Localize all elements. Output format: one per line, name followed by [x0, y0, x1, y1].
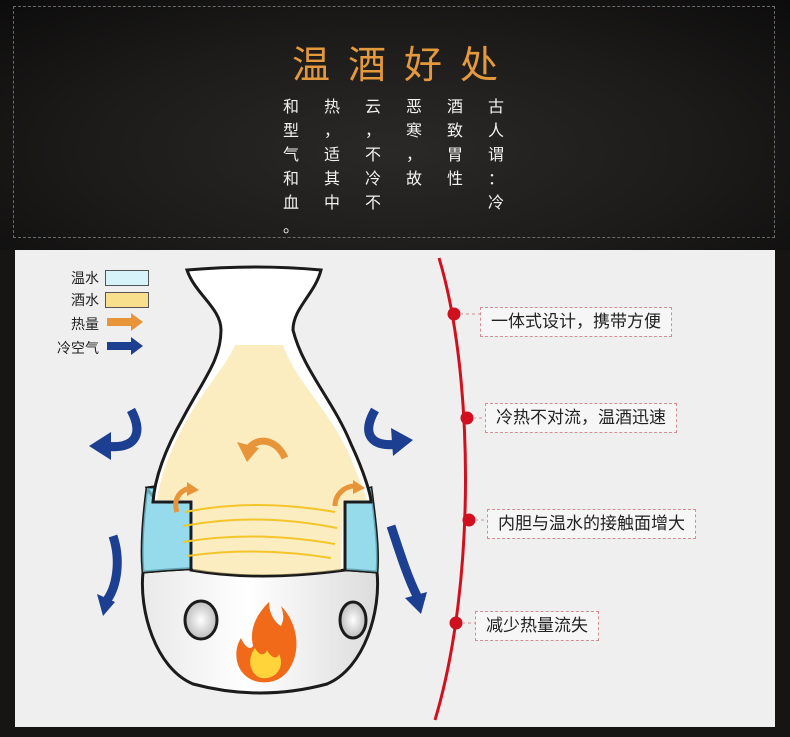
poem-column: 古人谓 ： 冷 — [483, 95, 509, 239]
poem-char: 血 — [282, 193, 299, 212]
poem-column: 恶寒 ， 故 — [401, 95, 427, 239]
wine-fill — [157, 345, 367, 575]
callout-3: 内胆与温水的接触面增大 — [487, 509, 696, 539]
heater-hole-right — [338, 600, 368, 640]
poem-char: 中 — [323, 193, 340, 212]
diagram-graphic — [89, 257, 487, 721]
cold-arrow-top-right — [364, 407, 400, 450]
timeline-dot-3 — [462, 513, 476, 527]
callout-4: 减少热量流失 — [475, 611, 599, 641]
poem-char: 故 — [405, 169, 422, 188]
poem-char: ， — [323, 121, 340, 140]
poem-column: 热 ， 适其中 — [319, 95, 345, 239]
heater-hole-left — [183, 599, 219, 641]
poem-char: 古 — [487, 97, 504, 116]
poem-char: 性 — [446, 169, 463, 188]
legend-heat-arrow-icon — [107, 313, 143, 331]
poem-char: 型 — [282, 121, 299, 140]
poem-char: ， — [364, 121, 381, 140]
poem-column: 和型气和血。 — [278, 95, 304, 239]
cold-arrow-bottom-left — [103, 534, 122, 603]
poem-char: ， — [405, 145, 422, 164]
poem-char: 谓 — [487, 145, 504, 164]
poem-char — [442, 191, 468, 215]
poem-char: 云 — [364, 97, 381, 116]
cold-arrow-top-left — [104, 407, 142, 452]
legend-wine: 酒水 — [41, 290, 149, 310]
timeline-dot-2 — [460, 411, 474, 425]
heat-arrow-inner — [246, 437, 289, 460]
poem-char: 不 — [364, 193, 381, 212]
timeline-dot-4 — [449, 616, 463, 630]
poem-char: 和 — [282, 169, 299, 188]
poem-char: 适 — [323, 145, 340, 164]
poem-char: ： — [487, 169, 504, 188]
legend-heat-label: 热量 — [71, 317, 99, 333]
poem-char: 酒 — [446, 97, 463, 116]
poem-char: 恶 — [405, 97, 422, 116]
poem-char: 寒 — [405, 121, 422, 140]
poem-char: 和 — [282, 97, 299, 116]
callout-1: 一体式设计，携带方便 — [480, 307, 672, 337]
header-section: 温酒好处 古人谓：冷酒致胃性恶寒，故云，不冷不热，适其中和型气和血。 — [0, 0, 790, 250]
legend-wine-swatch — [105, 292, 149, 308]
poem-char: 其 — [323, 169, 340, 188]
cold-arrow-bottom-right — [386, 524, 422, 599]
legend-heat: 热量 — [41, 314, 105, 334]
poem-column: 酒致胃性 — [442, 95, 468, 239]
callout-2: 冷热不对流，温酒迅速 — [485, 403, 677, 433]
poem-char: 冷 — [364, 169, 381, 188]
poem-char — [401, 191, 427, 215]
heat-arrow-right — [332, 483, 356, 507]
legend-cold-arrow-icon — [107, 337, 143, 355]
legend-cold-air: 冷空气 — [41, 338, 105, 358]
legend-cold-air-label: 冷空气 — [57, 341, 99, 357]
poem-char: 热 — [323, 97, 340, 116]
legend-warm-water: 温水 — [41, 268, 149, 288]
poem-char: 人 — [487, 121, 504, 140]
header-frame — [13, 6, 775, 238]
poem-char: 致 — [446, 121, 463, 140]
page-title: 温酒好处 — [291, 43, 516, 87]
poem-char: 。 — [282, 217, 299, 236]
poem-char: 胃 — [446, 145, 463, 164]
poem-char: 不 — [364, 145, 381, 164]
diagram-section: 温水 酒水 热量 冷空气 一体式设计，携带方便 冷热不对流，温酒迅速 内胆与温水… — [15, 250, 775, 727]
legend-wine-label: 酒水 — [71, 293, 99, 309]
poem-char: 冷 — [487, 193, 504, 212]
poem: 古人谓：冷酒致胃性恶寒，故云，不冷不热，适其中和型气和血。 — [278, 95, 509, 239]
poem-char: 气 — [282, 145, 299, 164]
timeline-dot-1 — [447, 307, 461, 321]
legend-warm-water-label: 温水 — [71, 271, 99, 287]
legend-warm-water-swatch — [105, 270, 149, 286]
poem-column: 云 ， 不冷不 — [360, 95, 386, 239]
timeline — [433, 257, 467, 721]
